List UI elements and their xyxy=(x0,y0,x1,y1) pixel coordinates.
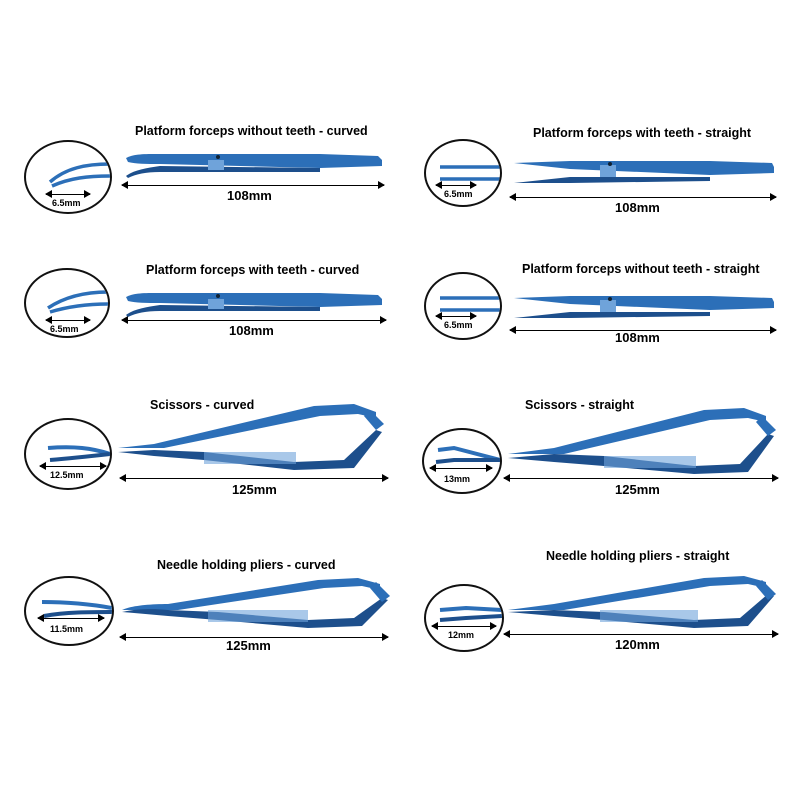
straight-forceps-icon xyxy=(514,296,774,318)
tip-dimension-line xyxy=(39,462,107,470)
length-dimension-line xyxy=(119,633,389,641)
product-title: Scissors - straight xyxy=(525,398,635,412)
curved-tip-detail-icon xyxy=(48,162,110,188)
tip-dimension-line xyxy=(45,190,91,198)
straight-scissors-tip-detail-icon xyxy=(435,445,500,464)
product-item: Needle holding pliers - straight 12mm 12… xyxy=(400,549,800,682)
length-label: 125mm xyxy=(226,638,271,653)
product-item: Platform forceps with teeth - curved 6.5… xyxy=(0,252,400,382)
straight-needle-holder-icon xyxy=(508,576,776,628)
product-item: Platform forceps with teeth - straight 6… xyxy=(400,115,800,245)
product-title: Platform forceps without teeth - curved xyxy=(135,124,368,138)
length-dimension-line xyxy=(121,316,387,324)
curved-forceps-icon xyxy=(126,154,382,178)
length-label: 120mm xyxy=(615,637,660,652)
tip-zoom-circle: 6.5mm xyxy=(424,272,502,340)
tip-zoom-circle: 11.5mm xyxy=(24,576,114,646)
tip-zoom-circle: 12mm xyxy=(424,584,504,652)
product-title: Platform forceps with teeth - curved xyxy=(146,263,360,277)
tip-dimension-label: 13mm xyxy=(444,474,471,484)
curved-needle-holder-icon xyxy=(122,578,390,628)
length-label: 125mm xyxy=(615,482,660,497)
straight-tip-detail-icon xyxy=(440,165,500,181)
length-dimension-line xyxy=(503,630,779,638)
length-dimension-line xyxy=(121,181,385,189)
tip-zoom-circle: 6.5mm xyxy=(424,139,502,207)
product-title: Needle holding pliers - curved xyxy=(157,558,336,572)
length-dimension-line xyxy=(509,193,777,201)
product-item: Needle holding pliers - curved 11.5mm 12… xyxy=(0,552,400,682)
tip-zoom-circle: 12.5mm xyxy=(24,418,112,490)
length-dimension-line xyxy=(503,474,779,482)
tip-dimension-line xyxy=(435,181,477,189)
tip-dimension-label: 12.5mm xyxy=(50,470,84,480)
tip-dimension-label: 12mm xyxy=(448,630,475,640)
straight-needle-holder-tip-detail-icon xyxy=(439,605,502,622)
straight-scissors-icon xyxy=(508,408,776,474)
length-label: 108mm xyxy=(229,323,274,338)
tip-dimension-label: 6.5mm xyxy=(52,198,81,208)
straight-forceps-icon xyxy=(514,161,774,183)
length-label: 108mm xyxy=(227,188,272,203)
length-label: 125mm xyxy=(232,482,277,497)
product-title: Platform forceps with teeth - straight xyxy=(533,126,752,140)
tip-zoom-circle: 13mm xyxy=(422,428,502,494)
curved-scissors-tip-detail-icon xyxy=(47,445,110,462)
tip-zoom-circle: 6.5mm xyxy=(24,140,112,214)
straight-tip-detail-icon xyxy=(440,296,500,312)
tip-dimension-label: 6.5mm xyxy=(444,320,473,330)
product-item: Platform forceps without teeth - curved … xyxy=(0,115,400,245)
tip-dimension-line xyxy=(429,464,493,472)
product-title: Scissors - curved xyxy=(150,398,255,412)
tip-dimension-label: 11.5mm xyxy=(50,624,84,634)
tip-dimension-label: 6.5mm xyxy=(444,189,473,199)
tip-dimension-line xyxy=(37,614,105,622)
product-item: Scissors - curved 12.5mm 125mm xyxy=(0,390,400,520)
tip-zoom-circle: 6.5mm xyxy=(24,268,110,338)
product-item: Platform forceps without teeth - straigh… xyxy=(400,252,800,382)
length-label: 108mm xyxy=(615,330,660,345)
length-dimension-line xyxy=(119,474,389,482)
curved-scissors-icon xyxy=(118,404,384,470)
length-label: 108mm xyxy=(615,200,660,215)
curved-needle-holder-tip-detail-icon xyxy=(41,600,112,618)
tip-dimension-label: 6.5mm xyxy=(50,324,79,334)
tip-dimension-line xyxy=(431,622,497,630)
product-title: Needle holding pliers - straight xyxy=(546,549,730,563)
length-dimension-line xyxy=(509,326,777,334)
tip-dimension-line xyxy=(45,316,91,324)
product-item: Scissors - straight 13mm 125mm xyxy=(400,390,800,520)
curved-tip-detail-icon xyxy=(47,290,108,314)
curved-forceps-icon xyxy=(126,293,382,317)
product-title: Platform forceps without teeth - straigh… xyxy=(522,262,760,276)
tip-dimension-line xyxy=(435,312,477,320)
